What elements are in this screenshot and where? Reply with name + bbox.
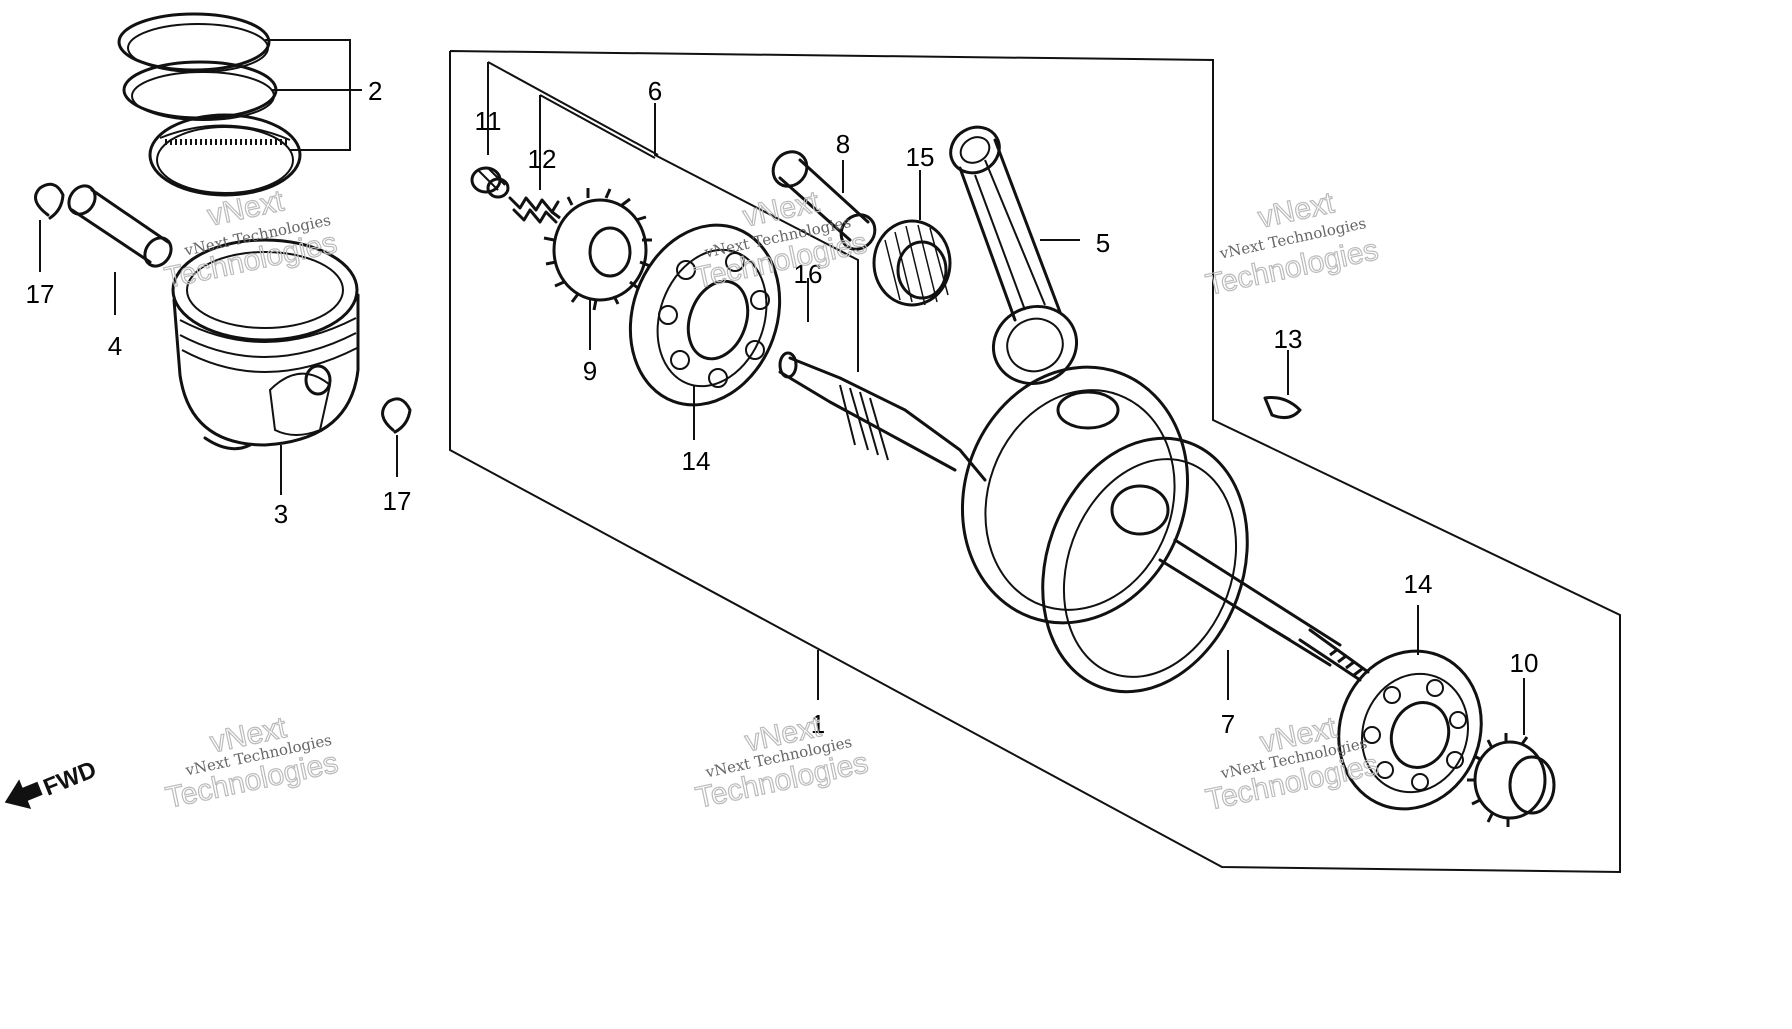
forward-direction-indicator: FWD — [4, 756, 101, 810]
crankshaft-left-half — [778, 351, 1190, 625]
callout-3: 3 — [274, 499, 288, 529]
callout-5: 5 — [1096, 228, 1110, 258]
watermark-2: vNext vNext Technologies Technologies — [691, 185, 870, 296]
left-main-bearing — [628, 223, 782, 407]
callout-8: 8 — [836, 129, 850, 159]
callout-4: 4 — [108, 331, 122, 361]
forward-arrow-icon — [4, 779, 43, 810]
callout-6: 6 — [648, 76, 662, 106]
callout-17-right: 17 — [383, 486, 412, 516]
spring — [508, 196, 560, 224]
piston-rings — [117, 12, 302, 197]
callout-13: 13 — [1274, 324, 1303, 354]
crank-pin — [771, 150, 877, 251]
leader-lines — [39, 39, 1525, 735]
crankshaft-right-half — [1041, 436, 1370, 694]
callout-16: 16 — [794, 259, 823, 289]
bushing — [470, 166, 510, 199]
watermark-3: vNext vNext Technologies Technologies — [1202, 186, 1381, 303]
callout-10: 10 — [1510, 648, 1539, 678]
piston-pin-clip-left — [34, 182, 65, 220]
callout-7: 7 — [1221, 709, 1235, 739]
callout-14-left: 14 — [682, 446, 711, 476]
timing-gear — [543, 188, 652, 311]
piston — [171, 238, 360, 451]
watermark-1: vNext vNext Technologies Technologies — [161, 184, 340, 296]
callout-2: 2 — [368, 76, 382, 106]
callout-11: 11 — [475, 106, 502, 136]
piston-pin-clip-right — [381, 397, 412, 434]
connecting-rod — [949, 125, 1079, 385]
fwd-label: FWD — [40, 756, 101, 802]
callout-15: 15 — [906, 142, 935, 172]
callout-14-right: 14 — [1404, 569, 1433, 599]
callout-1: 1 — [811, 709, 825, 739]
right-main-bearing — [1337, 649, 1483, 811]
callout-labels: 2 17 4 3 17 11 12 6 8 15 5 16 9 14 13 1 … — [26, 76, 1539, 739]
woodruff-key — [1263, 396, 1302, 420]
callout-9: 9 — [583, 356, 597, 386]
connecting-rod-needle-bearing — [872, 219, 952, 307]
callout-17-left: 17 — [26, 279, 55, 309]
piston-pin — [67, 184, 173, 268]
assembly-frame — [449, 50, 1621, 874]
watermark-4: vNext vNext Technologies Technologies — [162, 710, 341, 815]
cam-chain-sprocket — [1467, 733, 1556, 827]
callout-12: 12 — [528, 144, 557, 174]
watermark-5: vNext vNext Technologies Technologies — [692, 709, 871, 815]
watermarks: vNext vNext Technologies Technologies vN… — [161, 184, 1382, 818]
